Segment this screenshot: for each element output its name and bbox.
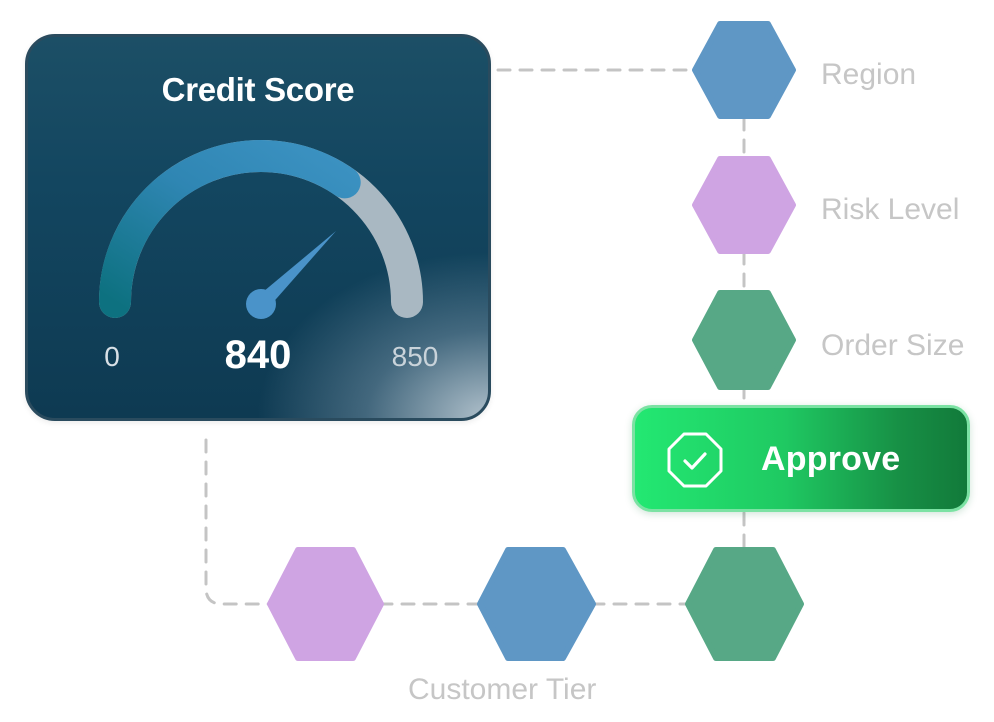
gauge-max-label: 850	[391, 341, 439, 372]
hex-node-tier-blue	[477, 547, 596, 661]
credit-score-card: Credit Score 0 840 850	[25, 34, 491, 421]
credit-score-gauge	[99, 140, 423, 319]
hex-node-risk-level	[692, 156, 796, 254]
hex-node-tier-purple	[267, 547, 384, 661]
gauge-needle-hub	[246, 289, 276, 319]
region-label: Region	[821, 58, 917, 91]
hex-node-order-size	[692, 290, 796, 390]
hex-node-tier-green	[685, 547, 804, 661]
gauge-needle	[255, 231, 336, 310]
card-title: Credit Score	[161, 71, 355, 108]
gauge-fill-arc	[99, 140, 361, 318]
order-size-label: Order Size	[821, 329, 965, 362]
gauge-min-label: 0	[104, 341, 120, 372]
risk-level-label: Risk Level	[821, 193, 960, 226]
connector-card-to-tier	[204, 438, 274, 606]
approve-decision-badge: Approve	[632, 405, 970, 512]
check-octagon-icon	[667, 432, 723, 488]
credit-score-value: 840	[224, 333, 292, 377]
customer-tier-label: Customer Tier	[408, 673, 597, 706]
approve-label: Approve	[761, 440, 901, 478]
hex-node-region	[692, 21, 796, 119]
